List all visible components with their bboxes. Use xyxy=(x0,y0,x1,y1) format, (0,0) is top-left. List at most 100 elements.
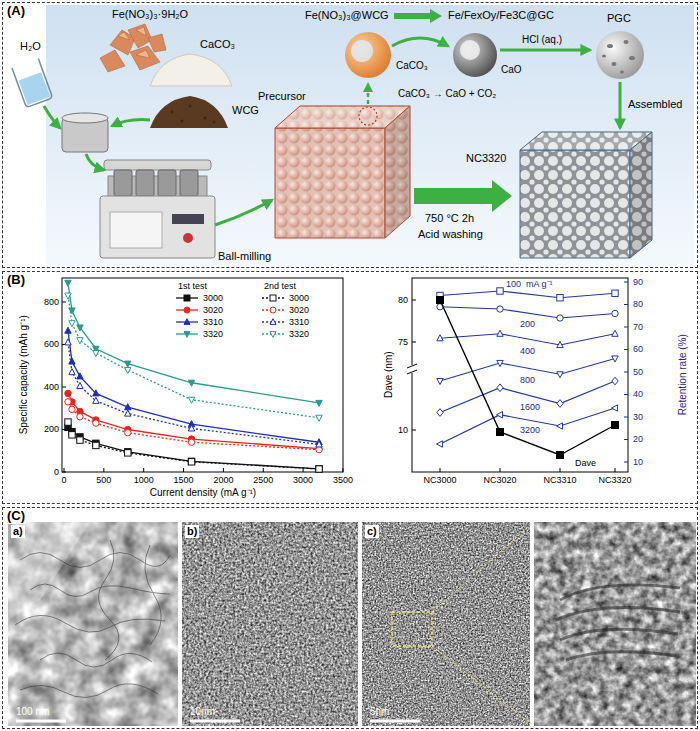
data-marker xyxy=(497,330,503,336)
condition-label: 750 °C 2h xyxy=(425,212,474,225)
tick-label: 90 xyxy=(633,277,643,287)
tick-label: 80 xyxy=(398,295,408,305)
precursor-cube xyxy=(275,128,385,238)
axis-break xyxy=(407,364,417,368)
process-arrow xyxy=(500,49,590,52)
ball-mill-machine xyxy=(183,233,193,243)
scheme-background xyxy=(46,5,694,266)
milling-jar xyxy=(62,113,108,123)
data-marker xyxy=(125,450,131,456)
tick-label: 2500 xyxy=(253,475,273,485)
porous-carbon-cube xyxy=(520,132,652,150)
panel-letter: (B) xyxy=(6,273,26,288)
data-marker xyxy=(612,310,618,316)
graphene-sheets xyxy=(20,553,170,568)
lattice-fringes xyxy=(560,629,678,640)
graphene-sheets xyxy=(15,540,170,698)
legend-label: 3320 xyxy=(289,329,309,339)
tick-mark xyxy=(412,430,416,431)
coffee-grain xyxy=(171,105,216,124)
tick-label: 70 xyxy=(633,322,643,332)
porous-carbon-sphere xyxy=(602,40,635,74)
data-marker xyxy=(65,339,71,345)
iron-nitrate-crystals xyxy=(128,24,152,48)
data-marker xyxy=(557,372,563,378)
legend-label: 3310 xyxy=(289,317,309,327)
scale-label: 10nm xyxy=(190,706,215,718)
category-label: NC3310 xyxy=(543,475,576,485)
porous-carbon-cube xyxy=(520,150,630,258)
series-label: 100 xyxy=(506,279,521,289)
data-marker xyxy=(437,335,443,341)
data-line xyxy=(68,283,319,403)
data-marker xyxy=(69,321,75,327)
tick-mark xyxy=(624,282,628,283)
condition-label: Acid washing xyxy=(418,228,483,241)
ball-mill-machine xyxy=(158,170,176,196)
axis-frame xyxy=(412,278,628,472)
tick-mark xyxy=(560,468,561,472)
data-marker xyxy=(557,295,563,301)
tick-mark xyxy=(412,300,416,301)
tick-mark xyxy=(615,468,616,472)
core-shell-sphere xyxy=(351,40,373,62)
data-marker xyxy=(316,466,322,472)
axis-frame xyxy=(62,278,343,472)
ball-mill-machine xyxy=(100,196,215,258)
formula-label: H₂O xyxy=(20,40,41,53)
data-marker xyxy=(184,307,190,313)
process-arrow xyxy=(367,84,370,104)
data-marker xyxy=(77,382,83,388)
core-shell-sphere xyxy=(345,32,391,78)
porous-carbon-sphere xyxy=(612,62,617,66)
category-label: NC3320 xyxy=(598,475,631,485)
data-marker xyxy=(557,315,563,321)
tick-label: 60 xyxy=(633,344,643,354)
tick-label: 200 xyxy=(44,424,59,434)
tick-label: 10 xyxy=(633,457,643,467)
legend-label: 3020 xyxy=(203,305,223,315)
data-line xyxy=(68,296,319,418)
tick-mark xyxy=(624,462,628,463)
tick-mark xyxy=(64,468,65,472)
legend-label: 3320 xyxy=(203,329,223,339)
graphene-sheets xyxy=(40,653,152,667)
tick-mark xyxy=(624,439,628,440)
tem-image xyxy=(8,522,178,726)
graphene-sheets xyxy=(15,615,165,632)
core-shell-sphere xyxy=(345,32,391,78)
data-marker xyxy=(184,295,190,301)
process-arrow xyxy=(44,106,60,128)
carbonized-sphere xyxy=(453,33,497,77)
data-marker xyxy=(270,295,276,301)
calcium-carbonate-pile xyxy=(150,54,232,86)
data-marker xyxy=(316,441,322,447)
data-marker xyxy=(69,432,75,438)
tick-label: 30 xyxy=(633,412,643,422)
material-label: WCG xyxy=(232,104,259,117)
data-marker xyxy=(497,288,503,294)
legend-label: 3000 xyxy=(289,293,309,303)
data-marker xyxy=(125,361,131,367)
formula-label: Fe(NO₃)₃·9H₂O xyxy=(112,8,188,21)
process-arrow xyxy=(86,154,104,170)
tick-label: 0 xyxy=(61,475,66,485)
process-arrow xyxy=(112,120,150,126)
sample-label: NC3320 xyxy=(466,152,506,165)
formula-label: CaCO₃ xyxy=(396,60,428,72)
ball-mill-machine xyxy=(100,160,215,258)
formula-label: CaCO₃ xyxy=(200,38,235,51)
axis-title: Current density (mA g⁻¹) xyxy=(150,487,256,499)
zoom-box xyxy=(392,612,432,646)
tick-label: 50 xyxy=(633,367,643,377)
reaction-label: CaCO₃ → CaO + CO₂ xyxy=(398,88,496,100)
legend-label: 3020 xyxy=(289,305,309,315)
data-marker xyxy=(65,327,71,333)
axis-break xyxy=(408,365,416,373)
tick-mark xyxy=(223,468,224,472)
scale-bar xyxy=(370,720,420,723)
series-label: Dave xyxy=(575,458,596,468)
data-marker xyxy=(65,293,71,299)
data-marker xyxy=(69,369,75,375)
